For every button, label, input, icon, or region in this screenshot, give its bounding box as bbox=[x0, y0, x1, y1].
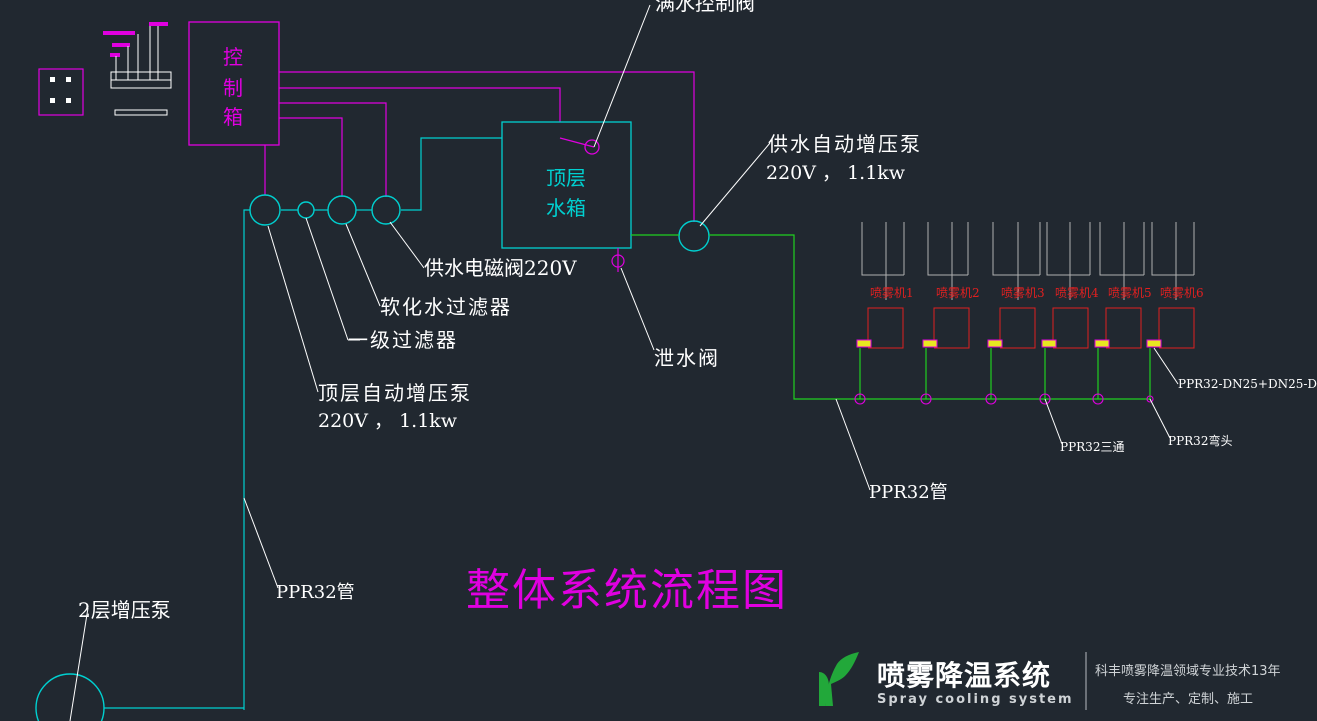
control-box bbox=[188, 21, 280, 146]
spray-unit-label: 喷雾机5 bbox=[1108, 286, 1152, 300]
top-water-tank bbox=[501, 121, 632, 249]
green-pipes bbox=[631, 234, 1151, 400]
cyan-pipes bbox=[104, 137, 502, 710]
overflow-valve bbox=[584, 139, 600, 155]
spray-unit-label: 喷雾机1 bbox=[870, 286, 914, 300]
pipe-main-label: PPR32管 bbox=[869, 482, 948, 503]
softener-filter bbox=[327, 195, 357, 225]
primary-filter-label: 一级过滤器 bbox=[348, 328, 458, 352]
spray-unit-label: 喷雾机4 bbox=[1055, 286, 1099, 300]
top-pump-label-1: 顶层自动增压泵 bbox=[318, 381, 472, 405]
brand-subtitle: Spray cooling system bbox=[877, 692, 1074, 707]
control-wires bbox=[264, 71, 695, 222]
diagram-title: 整体系统流程图 bbox=[466, 565, 788, 616]
spray-unit-label: 喷雾机3 bbox=[1001, 286, 1045, 300]
brand-divider bbox=[1085, 652, 1087, 710]
socket-icon bbox=[38, 68, 84, 116]
supply-pump bbox=[678, 220, 710, 252]
supply-pump-label-1: 供水自动增压泵 bbox=[768, 132, 922, 156]
pipe-tees bbox=[854, 393, 1154, 405]
electrical-schematic-icon bbox=[103, 22, 172, 116]
tank-label-2: 水箱 bbox=[546, 196, 586, 220]
drain-valve bbox=[611, 248, 625, 272]
brand-logo-block: 喷雾降温系统 Spray cooling system 科丰喷雾降温领域专业技术… bbox=[815, 650, 1315, 720]
control-box-label-2: 制 bbox=[223, 76, 243, 100]
control-box-label-3: 箱 bbox=[223, 105, 243, 129]
spray-units bbox=[856, 222, 1195, 349]
top-pump-label-2: 220V ， 1.1kw bbox=[318, 410, 458, 432]
leaf-logo-icon bbox=[819, 652, 859, 706]
pipe-reducer-label: PPR32-DN25+DN25-DN20 bbox=[1178, 377, 1317, 391]
supply-solenoid-valve bbox=[371, 195, 401, 225]
supply-solenoid-label: 供水电磁阀220V bbox=[424, 256, 577, 280]
leader-lines bbox=[69, 4, 1179, 721]
spray-unit-label: 喷雾机2 bbox=[936, 286, 980, 300]
floor2-pump-label: 2层增压泵 bbox=[78, 598, 171, 622]
control-box-label-1: 控 bbox=[223, 45, 243, 69]
brand-tagline-1: 科丰喷雾降温领域专业技术13年 bbox=[1095, 664, 1281, 679]
pipe-tee-label: PPR32三通 bbox=[1060, 440, 1124, 454]
drain-valve-label: 泄水阀 bbox=[654, 346, 720, 370]
brand-tagline-2: 专注生产、定制、施工 bbox=[1123, 692, 1254, 707]
spray-unit-label: 喷雾机6 bbox=[1160, 286, 1204, 300]
brand-name: 喷雾降温系统 bbox=[877, 659, 1052, 692]
top-pump bbox=[249, 194, 281, 226]
tank-label-1: 顶层 bbox=[546, 166, 586, 190]
floor2-pump bbox=[35, 673, 105, 721]
overflow-valve-label: 满水控制阀 bbox=[655, 0, 755, 15]
supply-pump-label-2: 220V ， 1.1kw bbox=[766, 162, 906, 184]
softener-filter-label: 软化水过滤器 bbox=[380, 295, 512, 319]
pipe-riser-label: PPR32管 bbox=[276, 582, 355, 603]
primary-filter bbox=[297, 201, 315, 219]
pipe-elbow-label: PPR32弯头 bbox=[1168, 433, 1232, 448]
